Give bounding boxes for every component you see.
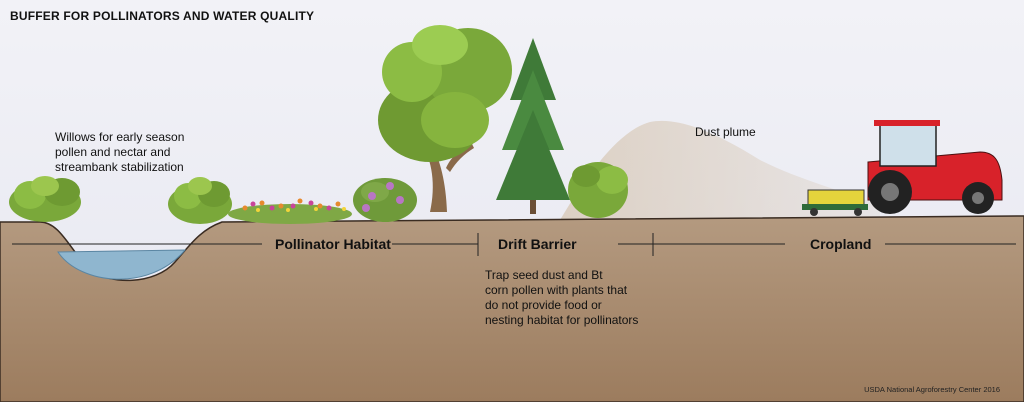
willow-shrub-icon xyxy=(9,176,81,222)
zone-label-cropland: Cropland xyxy=(810,236,872,252)
shrub-icon xyxy=(568,162,628,218)
willow-shrub-icon xyxy=(168,177,232,224)
conifer-tree-icon xyxy=(496,38,570,214)
zone-label-pollinator-habitat: Pollinator Habitat xyxy=(275,236,391,252)
diagram-title: BUFFER FOR POLLINATORS AND WATER QUALITY xyxy=(10,9,315,23)
wildflower-meadow-icon xyxy=(228,198,352,224)
zone-divider-line xyxy=(12,233,1016,256)
seeder-icon xyxy=(802,189,868,216)
tractor-icon xyxy=(867,120,1003,214)
dust-plume-icon xyxy=(560,120,880,222)
zone-label-drift-barrier: Drift Barrier xyxy=(498,236,577,252)
willows-annotation: Willows for early season pollen and nect… xyxy=(55,130,185,174)
credit-line: USDA National Agroforestry Center 2016 xyxy=(864,385,1000,394)
flowering-shrub-icon xyxy=(353,178,417,222)
dust-plume-label: Dust plume xyxy=(695,125,756,139)
stream-icon xyxy=(57,249,187,280)
deciduous-tree-icon xyxy=(378,25,512,212)
drift-barrier-note: Trap seed dust and Bt corn pollen with p… xyxy=(485,268,639,327)
soil-cross-section xyxy=(0,215,1024,402)
